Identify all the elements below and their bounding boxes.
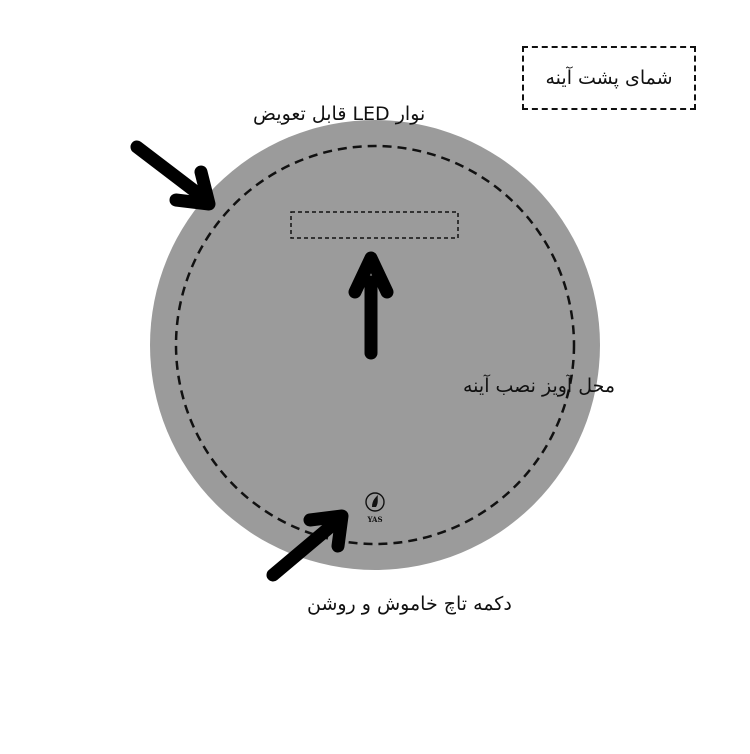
diagram-title: شمای پشت آینه xyxy=(545,67,673,89)
diagram-title-box: شمای پشت آینه xyxy=(522,46,696,110)
hanger-arrow-icon xyxy=(348,251,394,360)
led-strip-arrow-icon xyxy=(130,140,216,211)
hanger-label: محل آویز نصب آینه xyxy=(463,373,615,397)
logo-text: YAS xyxy=(366,515,382,524)
touch-button-label: دکمه تاچ خاموش و روشن xyxy=(307,593,512,615)
led-strip-label: نوار LED قابل تعویض xyxy=(253,103,425,125)
hanger-slot xyxy=(290,211,459,239)
led-strip-dashed-outline xyxy=(174,144,576,546)
touch-button-arrow-icon xyxy=(266,509,349,582)
yas-logo: YAS xyxy=(365,492,385,524)
